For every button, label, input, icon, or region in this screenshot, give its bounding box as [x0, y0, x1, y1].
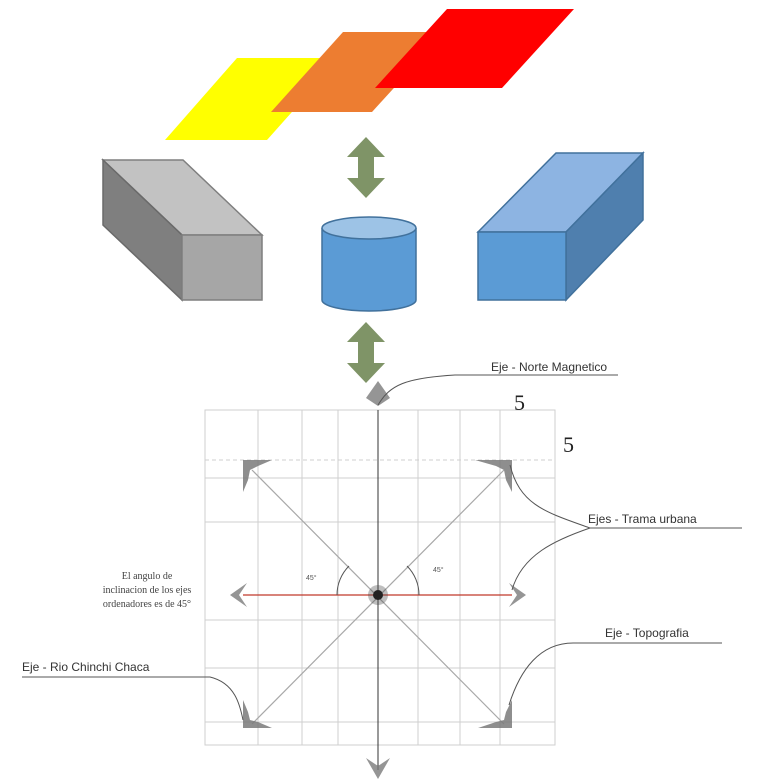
- arrowhead-ne: [475, 460, 512, 492]
- inclination-note: El angulo de inclinacion de los ejes ord…: [103, 571, 192, 610]
- label-north-axis: Eje - Norte Magnetico: [491, 360, 607, 374]
- orange-plane: [271, 32, 445, 112]
- arrowheads: [230, 381, 526, 779]
- leader-urban-top: [509, 464, 742, 529]
- grid-number-right: 5: [563, 432, 574, 457]
- note-line-2: inclinacion de los ejes: [103, 585, 192, 596]
- angle-label-right: 45°: [433, 566, 444, 574]
- arrowhead-north: [366, 381, 390, 406]
- note-line-3: ordenadores es de 45°: [103, 599, 191, 610]
- red-plane: [375, 9, 574, 88]
- label-river-axis: Eje - Rio Chinchi Chaca: [22, 660, 150, 674]
- angle-label-left: 45°: [306, 574, 317, 582]
- arrowhead-se: [478, 700, 512, 728]
- arrowhead-sw: [243, 700, 272, 728]
- leader-river: [22, 676, 244, 721]
- label-urban-axes: Ejes - Trama urbana: [588, 512, 697, 526]
- grid-number-top: 5: [514, 390, 525, 415]
- arrowhead-east: [509, 583, 526, 607]
- arrowhead-nw: [243, 460, 272, 492]
- cylinder: [321, 216, 417, 312]
- label-topography-axis: Eje - Topografia: [605, 626, 689, 640]
- blue-box: [476, 151, 645, 302]
- leader-north: [377, 374, 618, 406]
- arrowhead-west: [230, 583, 247, 607]
- yellow-plane: [165, 58, 340, 140]
- double-arrow-lower: [347, 322, 385, 383]
- gray-box: [101, 158, 264, 302]
- angle-arc-left: [336, 565, 350, 596]
- leader-topography: [508, 642, 722, 706]
- note-line-1: El angulo de: [122, 571, 173, 582]
- arrowhead-south: [366, 758, 390, 779]
- leader-lines: [22, 374, 742, 721]
- double-arrow-upper: [347, 137, 385, 198]
- angle-arc-right: [406, 565, 420, 596]
- leader-urban-bottom: [511, 527, 591, 591]
